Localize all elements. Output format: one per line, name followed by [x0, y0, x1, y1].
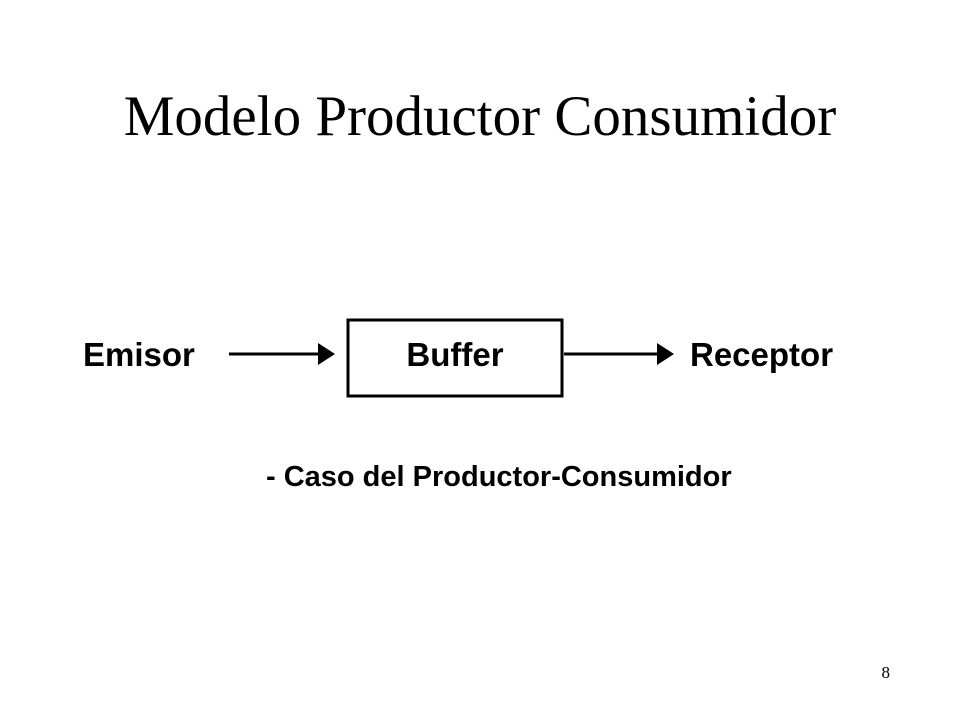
arrow-emisor-to-buffer [229, 343, 335, 365]
arrow-buffer-to-receptor [564, 343, 674, 365]
receptor-label: Receptor [690, 336, 833, 373]
diagram-caption: - Caso del Productor-Consumidor [266, 461, 732, 493]
buffer-box [346, 318, 564, 398]
emisor-label: Emisor [83, 336, 195, 373]
arrow-head-icon [657, 343, 674, 365]
arrow-head-icon [318, 343, 335, 365]
slide-title: Modelo Productor Consumidor [123, 85, 837, 148]
buffer-label: Buffer [406, 336, 503, 373]
page-number: 8 [881, 663, 891, 682]
